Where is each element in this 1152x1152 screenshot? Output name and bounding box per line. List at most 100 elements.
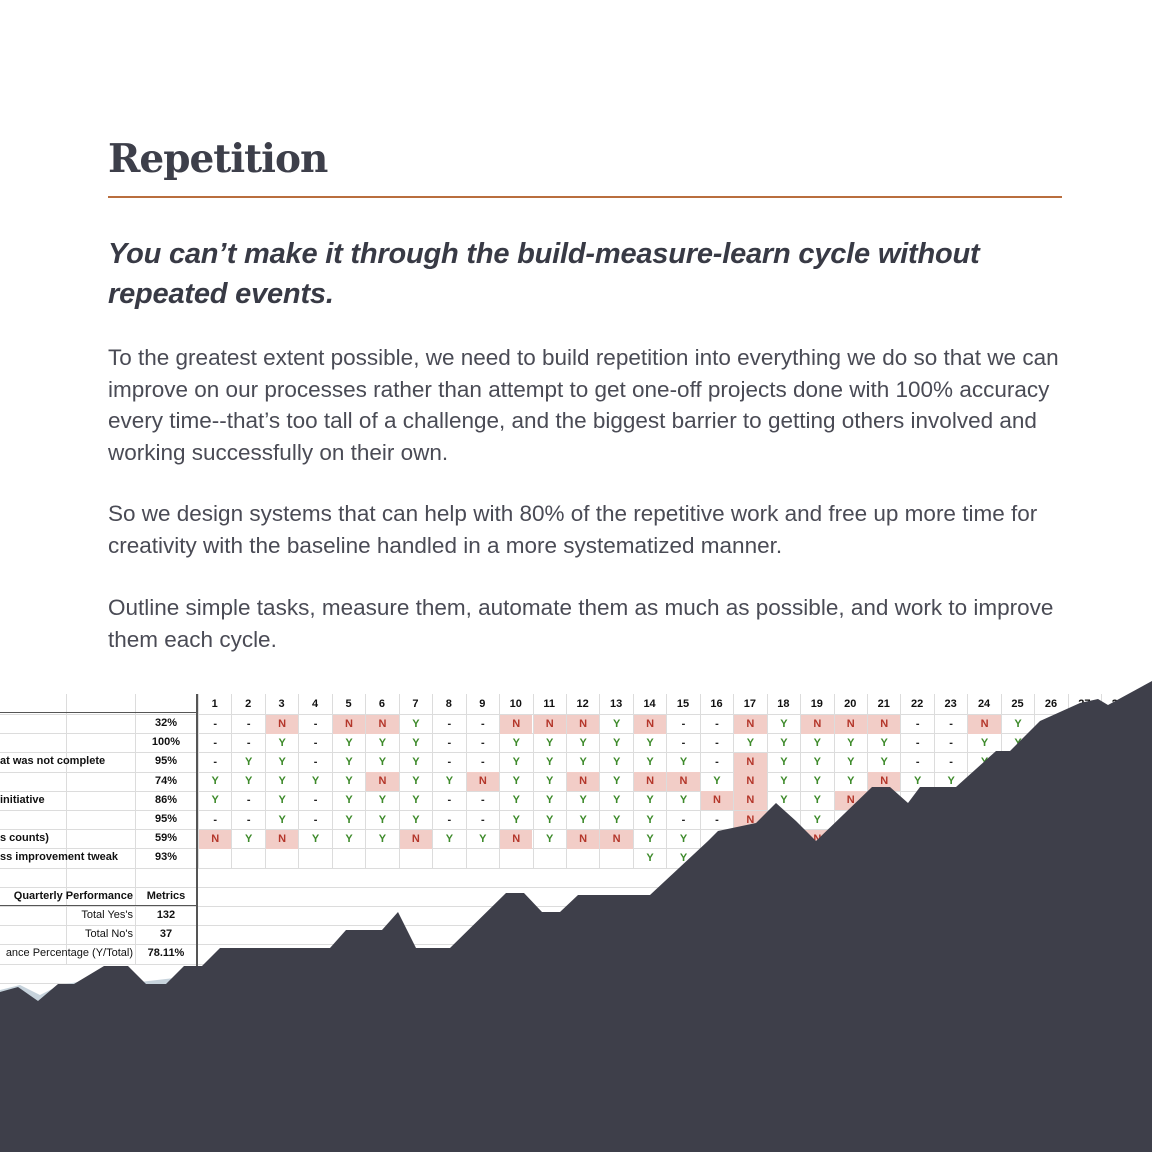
- empty-cell[interactable]: -: [246, 813, 251, 826]
- yes-cell[interactable]: Y: [813, 813, 821, 826]
- yes-cell[interactable]: Y: [412, 794, 420, 807]
- no-cell[interactable]: N: [868, 772, 901, 792]
- empty-cell[interactable]: -: [681, 717, 686, 730]
- yes-cell[interactable]: Y: [512, 736, 520, 749]
- yes-cell[interactable]: Y: [211, 775, 219, 788]
- no-cell[interactable]: N: [566, 772, 600, 792]
- empty-cell[interactable]: -: [480, 717, 485, 730]
- no-cell[interactable]: N: [868, 714, 901, 734]
- yes-cell[interactable]: Y: [679, 832, 688, 845]
- no-cell[interactable]: N: [466, 772, 500, 792]
- yes-cell[interactable]: Y: [679, 851, 688, 864]
- yes-cell[interactable]: Y: [445, 775, 454, 788]
- empty-cell[interactable]: -: [949, 755, 953, 768]
- no-cell[interactable]: N: [600, 829, 633, 849]
- yes-cell[interactable]: Y: [412, 813, 420, 826]
- yes-cell[interactable]: Y: [847, 755, 855, 768]
- empty-cell[interactable]: -: [715, 736, 719, 749]
- yes-cell[interactable]: Y: [378, 794, 387, 807]
- empty-cell[interactable]: -: [915, 755, 920, 768]
- empty-cell[interactable]: -: [681, 813, 686, 826]
- empty-cell[interactable]: -: [480, 755, 485, 768]
- yes-cell[interactable]: Y: [880, 736, 888, 749]
- empty-cell[interactable]: -: [949, 736, 953, 749]
- no-cell[interactable]: N: [265, 714, 299, 734]
- yes-cell[interactable]: Y: [813, 736, 821, 749]
- no-cell[interactable]: N: [734, 714, 767, 734]
- empty-cell[interactable]: -: [246, 717, 251, 730]
- yes-cell[interactable]: Y: [612, 736, 621, 749]
- no-cell[interactable]: N: [700, 791, 734, 811]
- no-cell[interactable]: N: [366, 772, 399, 792]
- yes-cell[interactable]: Y: [780, 755, 788, 768]
- no-cell[interactable]: N: [332, 714, 366, 734]
- empty-cell[interactable]: -: [447, 794, 452, 807]
- no-cell[interactable]: N: [801, 714, 834, 734]
- yes-cell[interactable]: Y: [378, 813, 387, 826]
- no-cell[interactable]: N: [633, 772, 667, 792]
- no-cell[interactable]: N: [734, 752, 767, 772]
- yes-cell[interactable]: Y: [546, 775, 554, 788]
- yes-cell[interactable]: Y: [880, 755, 888, 768]
- yes-cell[interactable]: Y: [345, 794, 353, 807]
- yes-cell[interactable]: Y: [512, 775, 520, 788]
- yes-cell[interactable]: Y: [345, 755, 353, 768]
- yes-cell[interactable]: Y: [445, 832, 454, 845]
- empty-cell[interactable]: -: [246, 794, 251, 807]
- empty-cell[interactable]: -: [213, 717, 218, 730]
- yes-cell[interactable]: Y: [546, 736, 554, 749]
- no-cell[interactable]: N: [199, 829, 232, 849]
- yes-cell[interactable]: Y: [813, 794, 821, 807]
- empty-cell[interactable]: -: [447, 813, 452, 826]
- empty-cell[interactable]: -: [213, 813, 218, 826]
- empty-cell[interactable]: -: [715, 755, 719, 768]
- yes-cell[interactable]: Y: [512, 794, 520, 807]
- yes-cell[interactable]: Y: [913, 775, 922, 788]
- empty-cell[interactable]: -: [447, 755, 452, 768]
- no-cell[interactable]: N: [633, 714, 667, 734]
- yes-cell[interactable]: Y: [311, 832, 320, 845]
- yes-cell[interactable]: Y: [646, 813, 654, 826]
- yes-cell[interactable]: Y: [780, 717, 788, 730]
- no-cell[interactable]: N: [566, 829, 600, 849]
- no-cell[interactable]: N: [533, 714, 566, 734]
- yes-cell[interactable]: Y: [813, 775, 821, 788]
- yes-cell[interactable]: Y: [579, 755, 587, 768]
- yes-cell[interactable]: Y: [780, 794, 788, 807]
- empty-cell[interactable]: -: [915, 736, 920, 749]
- yes-cell[interactable]: Y: [244, 832, 253, 845]
- yes-cell[interactable]: Y: [546, 832, 554, 845]
- yes-cell[interactable]: Y: [278, 813, 286, 826]
- yes-cell[interactable]: Y: [546, 755, 554, 768]
- yes-cell[interactable]: Y: [278, 755, 286, 768]
- yes-cell[interactable]: Y: [244, 775, 253, 788]
- yes-cell[interactable]: Y: [546, 813, 554, 826]
- yes-cell[interactable]: Y: [378, 755, 387, 768]
- empty-cell[interactable]: -: [480, 736, 485, 749]
- yes-cell[interactable]: Y: [412, 755, 420, 768]
- no-cell[interactable]: N: [734, 772, 767, 792]
- yes-cell[interactable]: Y: [646, 736, 654, 749]
- no-cell[interactable]: N: [500, 714, 533, 734]
- yes-cell[interactable]: Y: [244, 755, 253, 768]
- yes-cell[interactable]: Y: [713, 775, 721, 788]
- yes-cell[interactable]: Y: [412, 736, 420, 749]
- yes-cell[interactable]: Y: [345, 775, 353, 788]
- yes-cell[interactable]: Y: [278, 736, 286, 749]
- yes-cell[interactable]: Y: [278, 775, 286, 788]
- yes-cell[interactable]: Y: [746, 736, 755, 749]
- yes-cell[interactable]: Y: [847, 736, 855, 749]
- empty-cell[interactable]: -: [681, 736, 686, 749]
- empty-cell[interactable]: -: [313, 736, 318, 749]
- empty-cell[interactable]: -: [715, 813, 719, 826]
- yes-cell[interactable]: Y: [479, 832, 487, 845]
- yes-cell[interactable]: Y: [345, 832, 353, 845]
- yes-cell[interactable]: Y: [646, 755, 654, 768]
- yes-cell[interactable]: Y: [311, 775, 320, 788]
- no-cell[interactable]: N: [366, 714, 399, 734]
- no-cell[interactable]: N: [500, 829, 533, 849]
- empty-cell[interactable]: -: [313, 717, 318, 730]
- yes-cell[interactable]: Y: [612, 775, 621, 788]
- yes-cell[interactable]: Y: [646, 851, 654, 864]
- empty-cell[interactable]: -: [313, 813, 318, 826]
